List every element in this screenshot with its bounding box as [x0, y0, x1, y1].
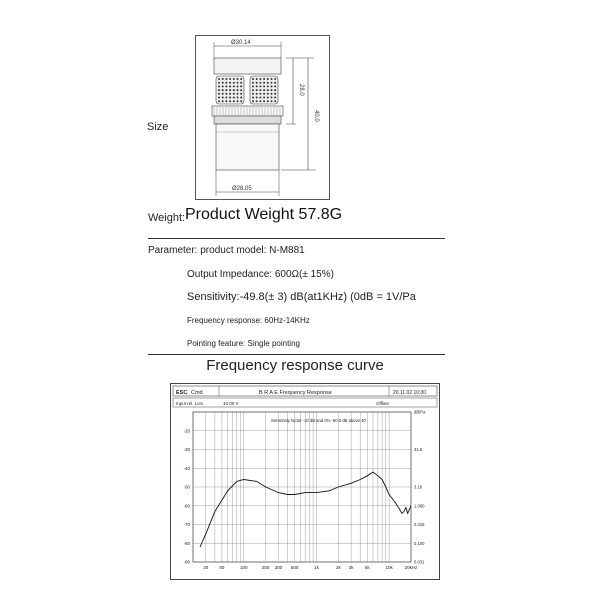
- x-tick-10: 10k: [385, 565, 393, 570]
- top-diameter-label: Ø30.14: [231, 40, 251, 46]
- curve-title: Frequency response curve: [206, 357, 384, 374]
- x-tick-8: 3k: [349, 565, 355, 570]
- divider-1: [148, 238, 445, 239]
- parameter-line: Parameter: product model: N-M881: [148, 245, 305, 256]
- y-tick-left-3: -50: [183, 485, 190, 490]
- frequency-response-svg: ESC Cmd B R A E Frequency Response 20.11…: [172, 385, 438, 570]
- spec-pointing: Pointing feature: Single pointing: [187, 339, 300, 348]
- spec-sensitivity: Sensitivity:-49.8(± 3) dB(at1KHz) (0dB =…: [187, 291, 416, 303]
- y-tick-right-0: dB/Pa: [414, 410, 426, 415]
- header-date: 20.11.02 10:30: [393, 390, 426, 396]
- input-label: Input rel. Lvm: [176, 401, 204, 406]
- x-tick-0: 30: [203, 565, 209, 570]
- bottom-diameter-label: Ø28.05: [232, 186, 252, 192]
- input-value: 10.00 V: [223, 401, 239, 406]
- size-label: Size: [147, 121, 169, 133]
- y-tick-right-4: 0.316: [414, 522, 425, 527]
- x-tick-1: 50: [219, 565, 225, 570]
- header-esc: ESC: [176, 390, 187, 396]
- x-tick-2: 100: [240, 565, 248, 570]
- outer-height-label: 40.0: [313, 110, 319, 122]
- x-tick-11: 20kHz: [405, 565, 419, 570]
- y-tick-right-2: 3.16: [414, 485, 423, 490]
- divider-2: [148, 354, 445, 355]
- x-tick-3: 200: [262, 565, 270, 570]
- y-tick-right-1: 31.6: [414, 447, 423, 452]
- y-tick-left-1: -30: [183, 447, 190, 452]
- spec-impedance: Output Impedance: 600Ω(± 15%): [187, 269, 334, 280]
- x-tick-6: 1k: [314, 565, 320, 570]
- frequency-response-chart: ESC Cmd B R A E Frequency Response 20.11…: [170, 383, 440, 580]
- product-dimension-drawing: Ø30.14 Ø28.05 28.0 40.0: [195, 35, 330, 200]
- spec-frequency: Frequency response: 60Hz-14KHz: [187, 316, 310, 325]
- sub-value: Offline: [376, 401, 389, 406]
- y-tick-right-5: 0.100: [414, 541, 425, 546]
- y-tick-left-5: -70: [183, 522, 190, 527]
- mesh-grille: [215, 75, 279, 105]
- x-tick-5: 500: [291, 565, 299, 570]
- x-tick-4: 300: [275, 565, 283, 570]
- chart-annotation: Sensitivity factor -10 dB and 0% -50.0 d…: [271, 418, 366, 423]
- product-weight: Product Weight 57.8G: [185, 206, 343, 223]
- x-tick-9: 5k: [365, 565, 371, 570]
- dimension-drawing-svg: Ø30.14 Ø28.05 28.0 40.0: [211, 40, 319, 196]
- y-tick-left-7: -90: [183, 560, 190, 565]
- header-cmd: Cmd: [191, 390, 203, 396]
- weight-label: Weight:: [148, 212, 186, 224]
- x-tick-7: 2k: [336, 565, 342, 570]
- y-tick-left-2: -40: [183, 466, 190, 471]
- inner-height-label: 28.0: [298, 84, 304, 96]
- y-tick-left-0: -20: [183, 428, 190, 433]
- y-tick-right-6: 0.031: [414, 560, 425, 565]
- y-tick-left-4: -60: [183, 503, 190, 508]
- y-tick-right-3: 1.000: [414, 503, 425, 508]
- frequency-response-line: [199, 471, 412, 548]
- y-tick-left-6: -80: [183, 541, 190, 546]
- header-menu: B R A E Frequency Response: [259, 390, 332, 396]
